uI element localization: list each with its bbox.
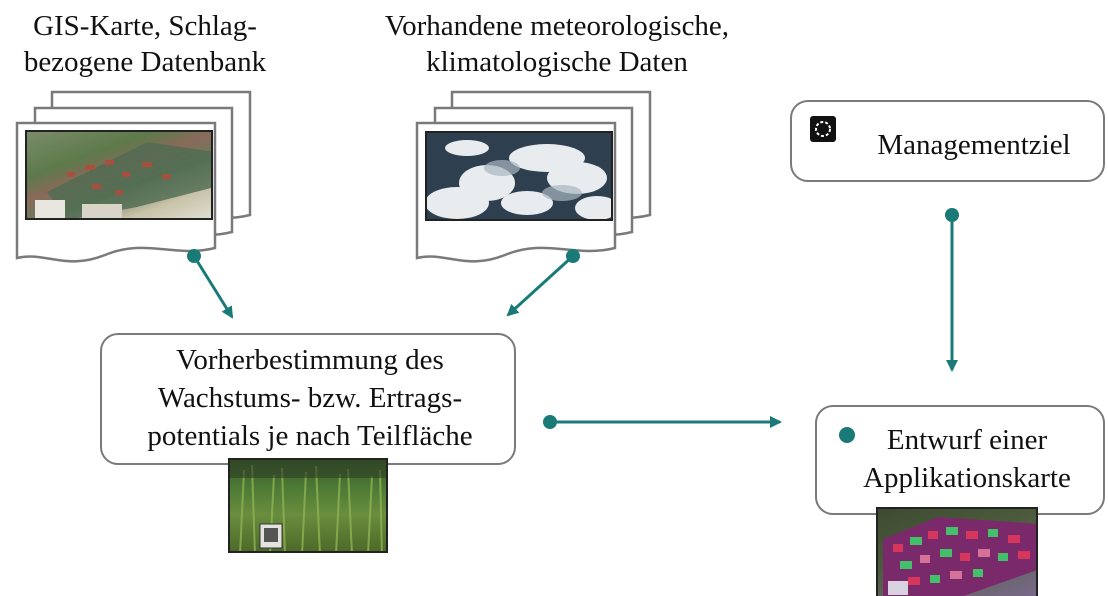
clouds-overlay — [427, 140, 611, 219]
result-line2: Applikationskarte — [863, 462, 1071, 494]
management-goal-box: Managementziel — [790, 100, 1105, 182]
prediction-box: Vorherbestimmung des Wachstums- bzw. Ert… — [100, 333, 516, 465]
weather-source-label: Vorhandene meteorologische, klimatologis… — [352, 8, 762, 80]
arrow-weather-to-prediction — [506, 254, 575, 317]
prediction-line3: potentials je nach Teilfläche — [147, 420, 473, 452]
prediction-line2: Wachstums- bzw. Ertrags- — [157, 382, 463, 414]
result-text: Entwurf einer Applikationskarte — [832, 421, 1102, 497]
application-map-photo — [876, 507, 1038, 596]
target-icon — [810, 116, 836, 142]
clouds-photo — [425, 131, 613, 221]
gis-source-label: GIS-Karte, Schlag- bezogene Datenbank — [10, 8, 280, 80]
prediction-text: Vorherbestimmung des Wachstums- bzw. Ert… — [102, 341, 518, 455]
weather-label-line1: Vorhandene meteorologische, — [384, 10, 730, 42]
application-map-overlay — [883, 517, 1036, 596]
crop-overlay — [230, 460, 386, 551]
gis-map-overlay — [35, 142, 211, 218]
prediction-line1: Vorherbestimmung des — [176, 344, 444, 376]
management-goal-label: Managementziel — [877, 129, 1071, 161]
result-bullet — [839, 427, 855, 443]
gis-label-line2: bezogene Datenbank — [23, 46, 267, 78]
result-box: Entwurf einer Applikationskarte — [815, 405, 1105, 515]
result-line1: Entwurf einer — [886, 424, 1048, 456]
arrow-gis-to-prediction — [192, 255, 234, 319]
weather-label-line2: klimatologische Daten — [426, 46, 688, 78]
gis-aerial-photo — [25, 130, 213, 220]
crop-field-photo — [228, 458, 388, 553]
gis-label-line1: GIS-Karte, Schlag- — [33, 10, 257, 42]
